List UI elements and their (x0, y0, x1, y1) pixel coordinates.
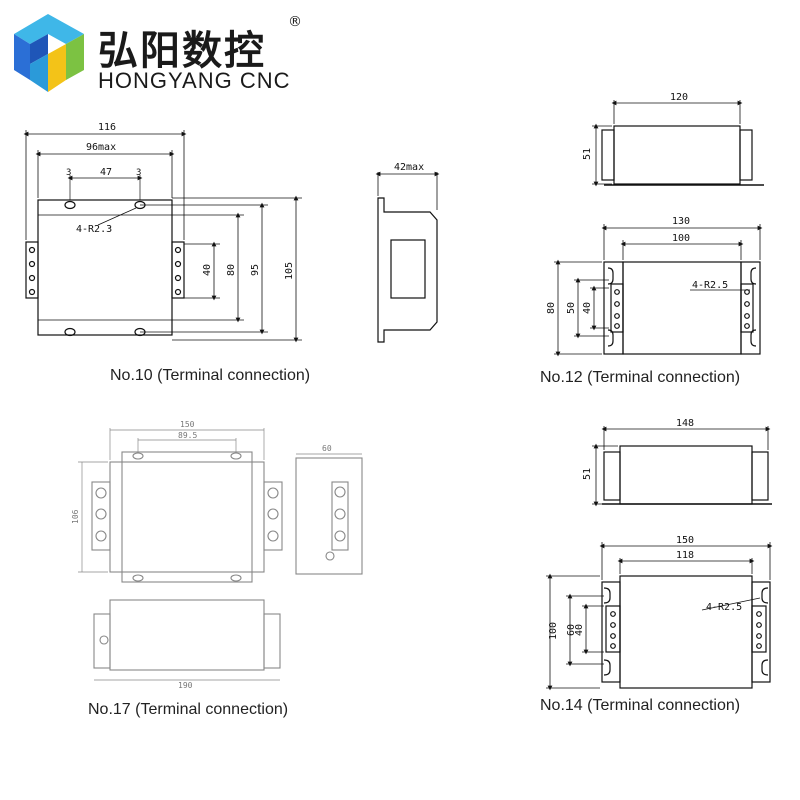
dim-no10-3a: 3 (66, 168, 71, 178)
dimension-lines-no10 (23, 130, 302, 343)
caption-no10: No.10 (Terminal connection) (110, 367, 311, 384)
dim-no12-80: 80 (546, 302, 557, 314)
dimension-lines-no12-front (554, 224, 763, 357)
dim-no10-47: 47 (100, 167, 112, 178)
diagram-no17-side (295, 453, 363, 575)
dim-no14-150: 150 (676, 535, 694, 546)
dim-no10-40: 40 (202, 264, 213, 276)
diagram-no17-front (91, 451, 283, 583)
diagram-no10-side (375, 171, 440, 343)
dim-no14-118: 118 (676, 550, 694, 561)
registered-mark: ® (288, 14, 302, 30)
dim-no12-130: 130 (672, 216, 690, 227)
dim-no10-80: 80 (226, 264, 237, 276)
dimension-lines-no12-top (592, 100, 743, 187)
dim-no12-120: 120 (670, 92, 688, 103)
diagram-no12-front (603, 261, 761, 355)
diagram-no14-top (602, 445, 772, 505)
caption-no14: No.14 (Terminal connection) (540, 697, 741, 714)
dim-no10-116: 116 (98, 122, 116, 133)
dim-no14-60: 60 (566, 624, 577, 636)
dim-no10-42max: 42max (394, 162, 424, 173)
dim-no17-89: 89.5 (178, 431, 197, 440)
diagram-no14-front (601, 575, 771, 689)
dim-no14-51: 51 (582, 468, 593, 480)
dim-no10-95: 95 (250, 264, 261, 276)
dim-no12-51: 51 (582, 148, 593, 160)
brand-logo-icon (14, 14, 84, 92)
brand-name-english: HONGYANG CNC (98, 68, 291, 93)
diagram-no12-top (601, 125, 764, 186)
dimension-lines-no14-top (592, 426, 771, 507)
brand-name-chinese: 弘阳数控 (98, 28, 266, 74)
dim-no12-40: 40 (582, 302, 593, 314)
dimension-lines-no14-front (546, 542, 773, 691)
dim-no14-148: 148 (676, 418, 694, 429)
dimension-lines-no17 (78, 428, 265, 573)
dim-no10-96max: 96max (86, 142, 116, 153)
dim-no14-40: 40 (574, 624, 585, 636)
diagram-no10-front (25, 175, 185, 337)
diagram-no17-bottom (93, 599, 281, 681)
dim-no17-106: 106 (71, 509, 80, 524)
dim-no12-50: 50 (566, 302, 577, 314)
dim-no14-100: 100 (548, 622, 559, 640)
dim-no14-hole: 4-R2.5 (706, 602, 742, 613)
dim-no12-100: 100 (672, 233, 690, 244)
caption-no17: No.17 (Terminal connection) (88, 701, 289, 718)
dim-no10-hole: 4-R2.3 (76, 224, 112, 235)
dim-no12-hole: 4-R2.5 (692, 280, 728, 291)
dim-no17-150: 150 (180, 420, 195, 429)
caption-no12: No.12 (Terminal connection) (540, 369, 741, 386)
dim-no10-105: 105 (284, 262, 295, 280)
dim-no10-3b: 3 (136, 168, 141, 178)
dim-no17-190: 190 (178, 681, 193, 690)
dim-no17-60: 60 (322, 444, 332, 453)
